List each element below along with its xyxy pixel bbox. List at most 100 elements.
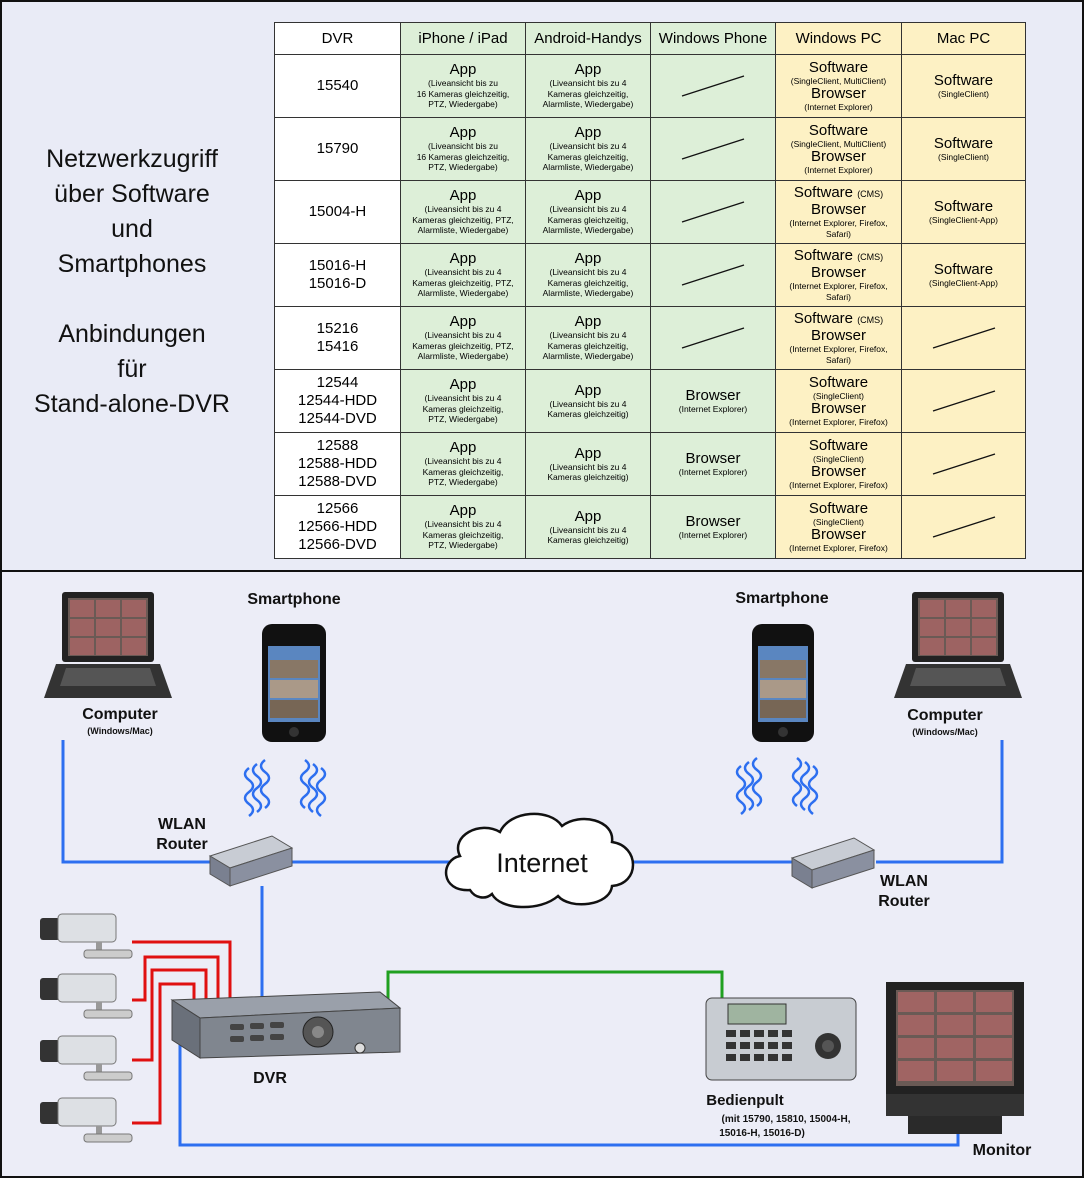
- cell-detail: Alarmliste, Wiedergabe): [542, 99, 634, 110]
- not-available-slash: [932, 327, 995, 349]
- cell-main-label: App: [449, 187, 477, 205]
- side-heading-line: über Software: [54, 180, 210, 208]
- cell-main-label: App: [449, 502, 477, 520]
- cell-detail: 16 Kameras gleichzeitig,: [416, 151, 510, 162]
- cell-detail: PTZ, Wiedergabe): [428, 540, 498, 551]
- cell-detail: PTZ, Wiedergabe): [428, 477, 498, 488]
- bedienpult-label: Bedienpult: [706, 1092, 784, 1109]
- cell-main-label: App: [574, 124, 602, 142]
- cell-detail: Safari): [825, 291, 852, 302]
- cell-detail: (SingleClient): [812, 390, 865, 401]
- support-cell-winphone: [650, 243, 776, 307]
- camera-icon: [40, 973, 133, 1019]
- wire-dvr-bedienpult: [386, 970, 724, 1000]
- camera-icon: [40, 1035, 133, 1081]
- smartphone-icon: [752, 624, 814, 742]
- wifi-waves-icon: [243, 759, 327, 817]
- cell-detail: (Liveansicht bis zu 4: [549, 461, 627, 472]
- laptop-icon: [44, 592, 172, 698]
- cell-main-label: App: [574, 250, 602, 268]
- support-cell-winpc: Software (CMS)Browser(Internet Explorer,…: [775, 243, 902, 307]
- cell-detail: (SingleClient-App): [929, 277, 998, 288]
- not-available-slash: [681, 138, 745, 160]
- router-label: WLAN: [158, 816, 206, 833]
- cell-detail: (SingleClient): [937, 88, 990, 99]
- header-iphone: iPhone / iPad: [400, 22, 526, 55]
- cell-detail: (Liveansicht bis zu 4: [549, 141, 627, 152]
- cell-detail: (Liveansicht bis zu 4: [424, 456, 502, 467]
- cell-detail: Kameras gleichzeitig,: [422, 466, 504, 477]
- cell-detail: Alarmliste, Wiedergabe): [542, 225, 634, 236]
- cell-detail: (Internet Explorer, Firefox,: [789, 281, 888, 291]
- bedienpult-models: 15016-H, 15016-D): [719, 1128, 805, 1139]
- header-android: Android-Handys: [525, 22, 651, 55]
- cell-main-label: App: [574, 187, 602, 205]
- cell-detail: Kameras gleichzeitig,: [547, 340, 629, 351]
- cell-detail: (Liveansicht bis zu 4: [424, 393, 502, 404]
- cell-detail: Kameras gleichzeitig,: [547, 277, 629, 288]
- control-keyboard-icon: [705, 997, 857, 1081]
- support-cell-winpc: Software(SingleClient, MultiClient)Brows…: [775, 117, 902, 181]
- cell-main-label: App: [449, 61, 477, 79]
- side-heading-line: und: [111, 215, 153, 243]
- cell-main-label: Software: [933, 71, 994, 89]
- dvr-model-cell: 15540: [274, 54, 401, 118]
- cell-detail: Kameras gleichzeitig,: [547, 214, 629, 225]
- cell-detail: (Internet Explorer): [804, 102, 873, 112]
- header-dvr: DVR: [274, 22, 401, 55]
- support-cell-winphone: Browser(Internet Explorer): [650, 369, 776, 433]
- cell-main-label: App: [574, 61, 602, 79]
- table-header-row: DVR iPhone / iPad Android-Handys Windows…: [274, 22, 1026, 55]
- cell-main-label: App: [574, 381, 602, 399]
- not-available-slash: [681, 201, 745, 223]
- router-icon: [208, 835, 294, 887]
- support-cell-mac: [901, 495, 1026, 559]
- laptop-icon: [894, 592, 1022, 698]
- cell-main-label: Browser: [685, 449, 741, 467]
- coax-camera-3: [132, 968, 208, 1062]
- wire-computer-left-router: [61, 740, 212, 864]
- computer-label: Computer: [907, 707, 983, 724]
- cell-detail: (Liveansicht bis zu: [428, 78, 498, 89]
- dvr-model-cell: 15004-H: [274, 180, 401, 244]
- cell-detail: (Liveansicht bis zu 4: [549, 398, 627, 409]
- cell-detail: Alarmliste, Wiedergabe): [542, 162, 634, 173]
- cell-main-label: App: [449, 439, 477, 457]
- smartphone-icon: [262, 624, 326, 742]
- cell-main-label: Software: [808, 499, 869, 517]
- header-windows-phone: Windows Phone: [650, 22, 776, 55]
- not-available-slash: [932, 516, 995, 538]
- cell-detail: (Internet Explorer, Firefox): [789, 543, 888, 553]
- cell-main-label: Browser: [810, 526, 866, 543]
- cell-detail: (Internet Explorer): [678, 466, 748, 477]
- camera-icon: [40, 1097, 133, 1143]
- cell-main-label: Browser: [810, 85, 866, 102]
- cell-main-label: Browser: [685, 512, 741, 530]
- cell-main-label: Software (CMS): [793, 310, 884, 327]
- cell-main-label: Browser: [685, 386, 741, 404]
- cell-main-label: App: [574, 507, 602, 525]
- not-available-slash: [681, 264, 745, 286]
- support-cell-winphone: Browser(Internet Explorer): [650, 432, 776, 496]
- cell-detail: Kameras gleichzeitig,: [422, 403, 504, 414]
- cell-detail: Kameras gleichzeitig,: [547, 88, 629, 99]
- cell-detail: Kameras gleichzeitig, PTZ,: [412, 277, 514, 288]
- computer-label: Computer: [82, 706, 158, 723]
- support-cell-winpc: Software (CMS)Browser(Internet Explorer,…: [775, 180, 902, 244]
- side-heading-line: für: [117, 355, 147, 383]
- cell-main-label: Browser: [810, 264, 866, 281]
- cell-detail: (Liveansicht bis zu 4: [424, 267, 502, 278]
